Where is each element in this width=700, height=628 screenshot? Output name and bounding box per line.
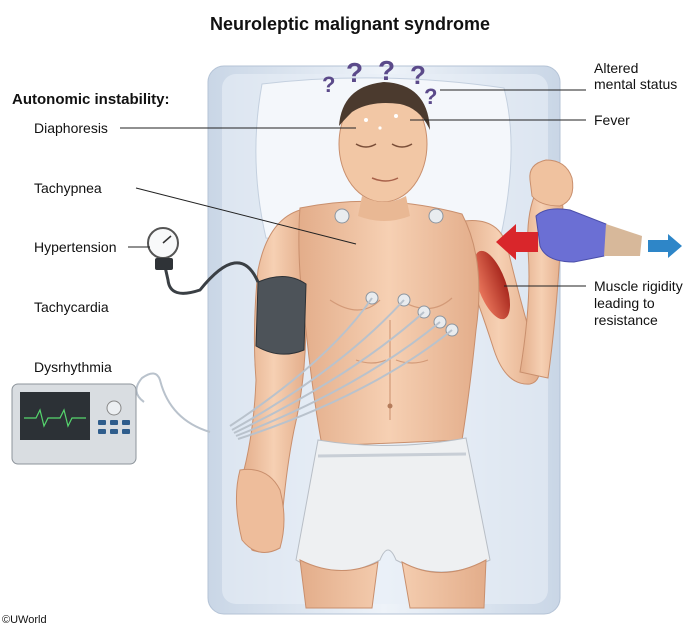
copyright-notice: ©UWorld bbox=[2, 614, 47, 626]
svg-text:?: ? bbox=[424, 84, 437, 109]
blue-arrow-icon bbox=[648, 234, 682, 258]
sphygmomanometer-icon bbox=[147, 227, 179, 270]
label-tachycardia: Tachycardia bbox=[34, 299, 109, 315]
label-rigidity-line2: leading to bbox=[594, 295, 655, 311]
svg-text:?: ? bbox=[322, 72, 335, 97]
label-rigidity-line3: resistance bbox=[594, 312, 658, 328]
autonomic-instability-heading: Autonomic instability: bbox=[12, 91, 170, 108]
examiner-hand bbox=[535, 208, 642, 263]
svg-text:?: ? bbox=[378, 55, 395, 86]
label-altered-line1: Altered bbox=[594, 60, 639, 76]
diagram-title: Neuroleptic malignant syndrome bbox=[209, 14, 491, 34]
underwear bbox=[295, 437, 491, 573]
head bbox=[338, 82, 430, 221]
label-diaphoresis: Diaphoresis bbox=[34, 120, 108, 136]
label-altered-line2: mental status bbox=[594, 76, 678, 92]
right-arm bbox=[457, 159, 574, 385]
ecg-wires bbox=[135, 297, 453, 440]
svg-text:?: ? bbox=[346, 57, 363, 88]
legs bbox=[299, 559, 487, 609]
ecg-monitor-icon bbox=[11, 383, 137, 465]
bp-cuff bbox=[162, 261, 307, 355]
label-fever: Fever bbox=[594, 112, 630, 128]
leader-lines bbox=[120, 89, 586, 287]
label-dysrhythmia: Dysrhythmia bbox=[34, 359, 112, 375]
label-rigidity-line1: Muscle rigidity bbox=[594, 278, 683, 294]
biceps-muscle bbox=[473, 250, 511, 320]
svg-text:?: ? bbox=[410, 60, 426, 90]
label-hypertension: Hypertension bbox=[34, 239, 117, 255]
question-mark-icon: ? ? ? ? ? bbox=[322, 55, 437, 109]
red-arrow-icon bbox=[496, 224, 538, 260]
navel bbox=[387, 403, 393, 409]
label-tachypnea: Tachypnea bbox=[34, 180, 102, 196]
